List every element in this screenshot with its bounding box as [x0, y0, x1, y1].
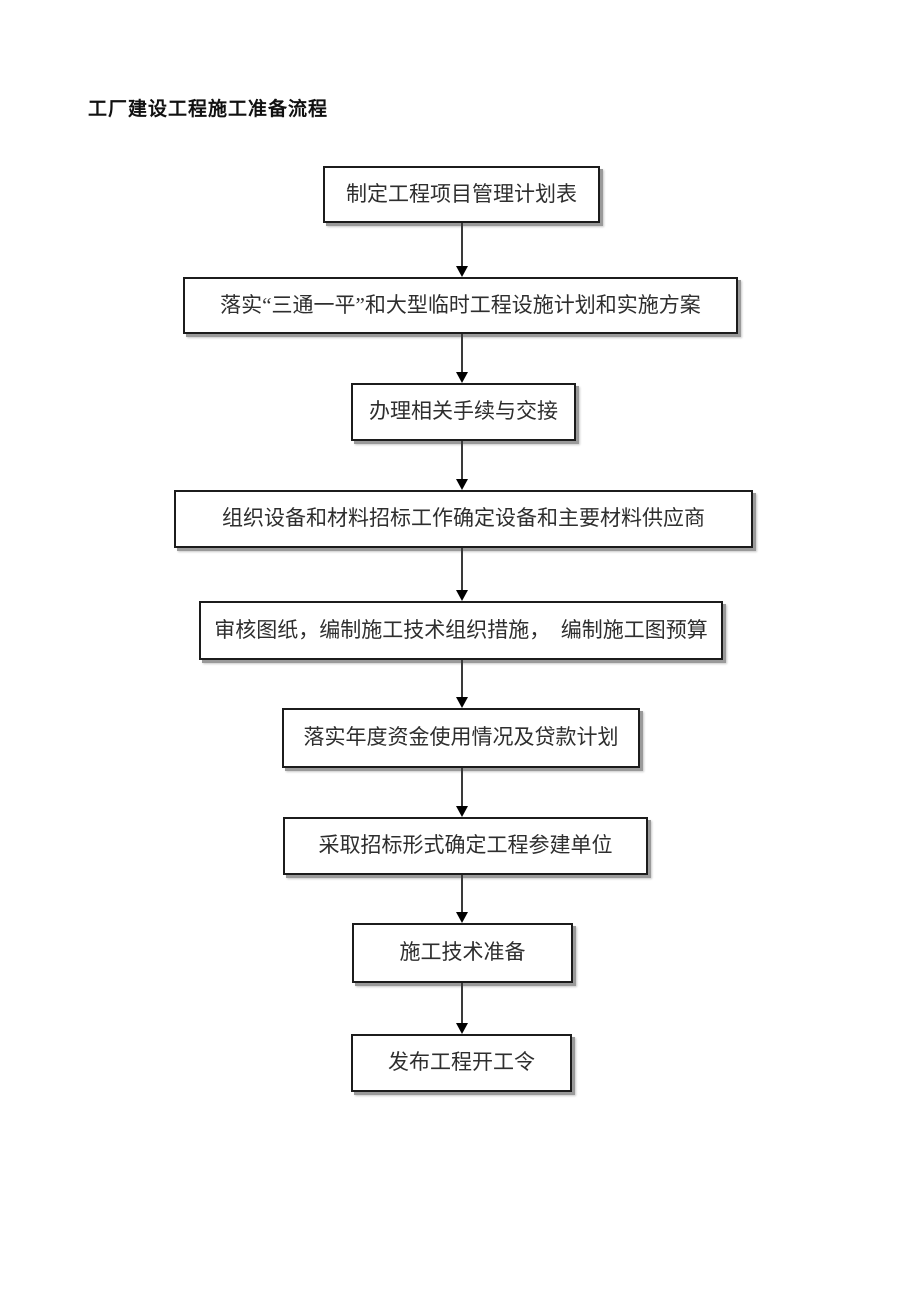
- flow-step-7-label: 采取招标形式确定工程参建单位: [318, 833, 613, 858]
- arrow-head: [456, 806, 468, 817]
- flow-step-5-label: 审核图纸，编制施工技术组织措施， 编制施工图预算: [214, 617, 708, 642]
- arrow-down-icon: [456, 334, 468, 383]
- flow-step-7: 采取招标形式确定工程参建单位: [283, 817, 648, 875]
- arrow-head: [456, 697, 468, 708]
- flow-step-3-label: 办理相关手续与交接: [369, 399, 558, 424]
- arrow-down-icon: [456, 441, 468, 490]
- flow-step-8-label: 施工技术准备: [399, 940, 526, 965]
- arrow-shaft: [461, 334, 463, 372]
- arrow-shaft: [461, 768, 463, 806]
- arrow-head: [456, 590, 468, 601]
- arrow-shaft: [461, 983, 463, 1023]
- flow-step-9-label: 发布工程开工令: [388, 1050, 535, 1075]
- flow-step-4-label: 组织设备和材料招标工作确定设备和主要材料供应商: [222, 506, 705, 531]
- flow-step-4: 组织设备和材料招标工作确定设备和主要材料供应商: [174, 490, 753, 548]
- flow-step-6-label: 落实年度资金使用情况及贷款计划: [303, 725, 619, 750]
- flow-step-2-label: 落实“三通一平”和大型临时工程设施计划和实施方案: [220, 292, 701, 317]
- arrow-shaft: [461, 548, 463, 590]
- arrow-shaft: [461, 223, 463, 266]
- flow-step-5: 审核图纸，编制施工技术组织措施， 编制施工图预算: [199, 601, 723, 660]
- flow-step-9: 发布工程开工令: [351, 1034, 572, 1092]
- arrow-down-icon: [456, 983, 468, 1034]
- arrow-head: [456, 479, 468, 490]
- arrow-down-icon: [456, 768, 468, 817]
- arrow-down-icon: [456, 223, 468, 277]
- flow-step-6: 落实年度资金使用情况及贷款计划: [282, 708, 640, 768]
- arrow-head: [456, 1023, 468, 1034]
- arrow-down-icon: [456, 548, 468, 601]
- arrow-down-icon: [456, 875, 468, 923]
- arrow-shaft: [461, 441, 463, 479]
- arrow-head: [456, 912, 468, 923]
- flow-step-3: 办理相关手续与交接: [351, 383, 576, 441]
- page-title: 工厂建设工程施工准备流程: [88, 99, 329, 120]
- arrow-head: [456, 266, 468, 277]
- flow-step-2: 落实“三通一平”和大型临时工程设施计划和实施方案: [183, 277, 738, 334]
- arrow-head: [456, 372, 468, 383]
- flow-step-1-label: 制定工程项目管理计划表: [346, 181, 577, 206]
- arrow-shaft: [461, 660, 463, 697]
- arrow-down-icon: [456, 660, 468, 708]
- arrow-shaft: [461, 875, 463, 912]
- flow-step-1: 制定工程项目管理计划表: [323, 166, 600, 223]
- flow-step-8: 施工技术准备: [352, 923, 573, 983]
